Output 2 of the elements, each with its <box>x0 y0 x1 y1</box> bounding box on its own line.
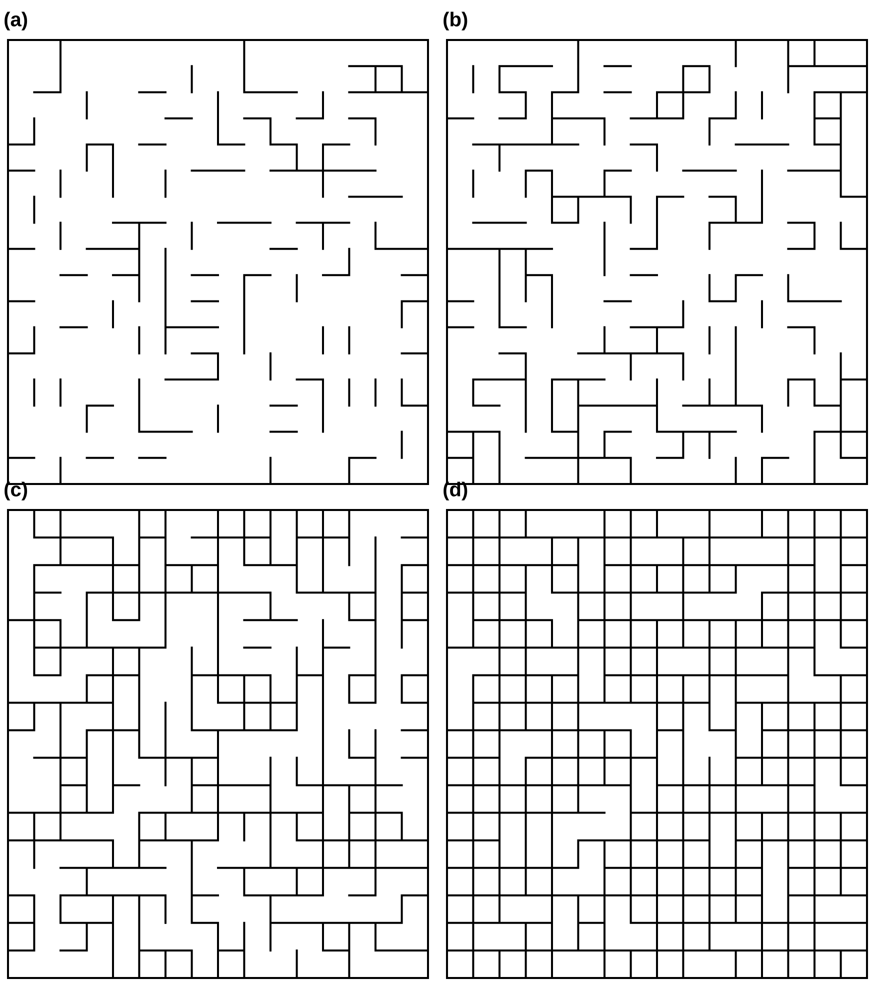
panel-label: (a) <box>4 12 28 30</box>
panel-label: (b) <box>444 12 468 30</box>
